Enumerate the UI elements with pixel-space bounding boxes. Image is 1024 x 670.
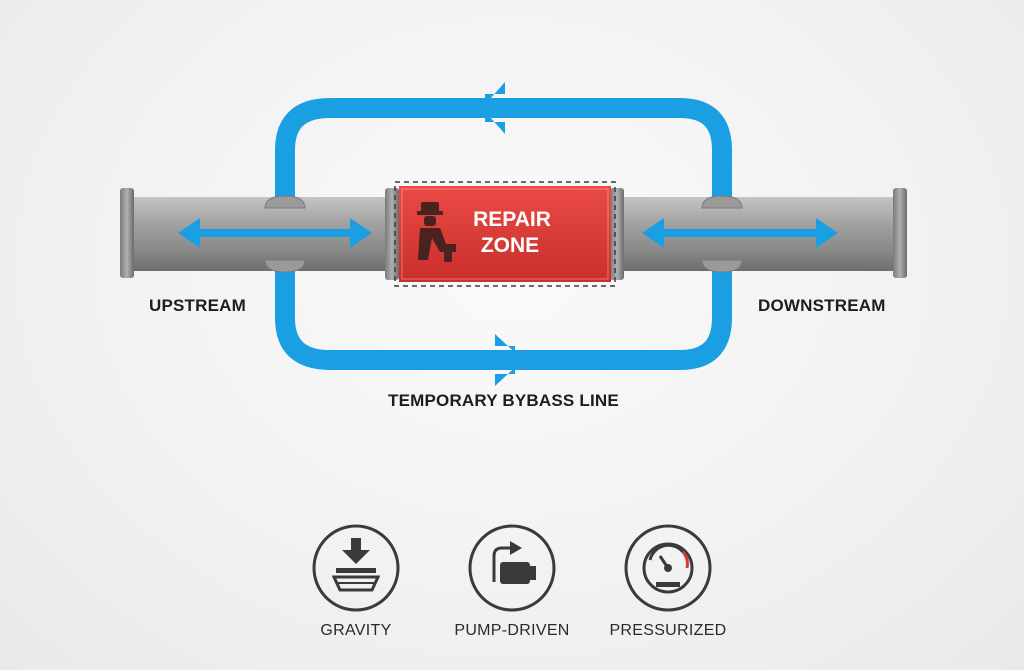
downstream-label: DOWNSTREAM [758,296,886,315]
repair-zone-line1: REPAIR [473,208,551,231]
bypass-label: TEMPORARY BYBASS LINE [388,391,619,410]
bypass-line-top [275,98,732,200]
bypass-line [275,98,732,370]
bypass-arrow-left-icon [482,82,505,134]
pump-icon [468,524,556,612]
bypass-arrow-right-icon [495,334,523,386]
upstream-label: UPSTREAM [149,296,246,315]
pressure-gauge-icon [624,524,712,612]
flow-arrow-upstream-icon [178,218,372,248]
tee-fittings [264,195,743,273]
method-label-pump-driven: PUMP-DRIVEN [454,622,570,639]
repair-zone-line2: ZONE [481,234,539,257]
worker-icon [417,202,456,262]
repair-zone: REPAIR ZONE [394,181,616,287]
bypass-line-bottom [275,268,732,370]
method-label-gravity: GRAVITY [320,622,392,639]
gravity-icon [312,524,400,612]
method-label-pressurized: PRESSURIZED [609,622,727,639]
flow-arrow-downstream-icon [642,218,838,248]
